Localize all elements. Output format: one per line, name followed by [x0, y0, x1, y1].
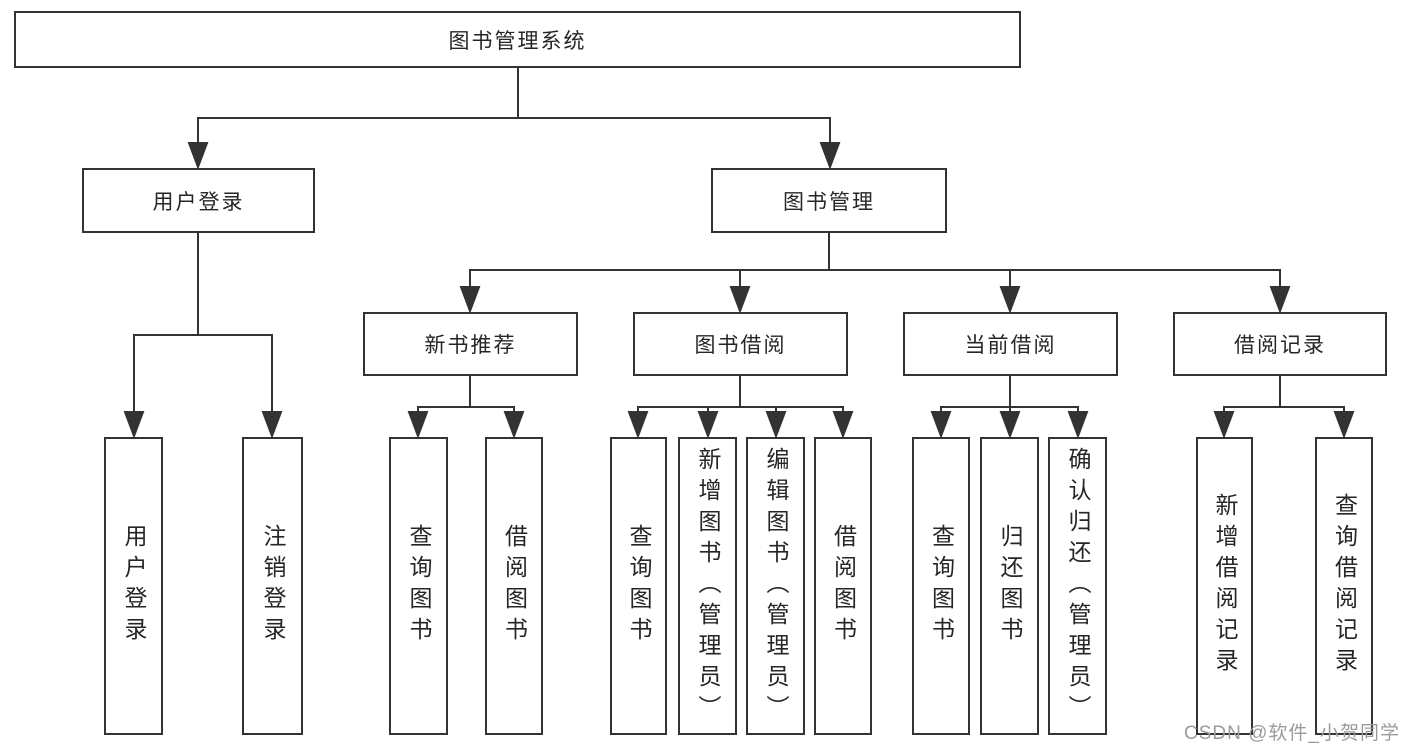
- arrowhead-leaf-5b-icon: [1333, 411, 1355, 439]
- arrowhead-leaf-4a-icon: [930, 411, 952, 439]
- leaf-borrow-books: 借阅图书: [485, 437, 543, 735]
- node-borrow-records: 借阅记录: [1173, 312, 1387, 376]
- arrowhead-leaf-5a-icon: [1213, 411, 1235, 439]
- node-label: 新书推荐: [424, 334, 517, 357]
- arrowhead-leaf-3b-icon: [697, 411, 719, 439]
- node-book-borrow: 图书借阅: [633, 312, 848, 376]
- leaf-label: 编辑图书（管理员）: [763, 446, 789, 726]
- leaf-label: 借阅图书: [830, 524, 857, 648]
- leaf-label: 查询图书: [406, 524, 432, 648]
- leaf-borrow-books: 借阅图书: [814, 437, 872, 735]
- arrowhead-leaf-2a-icon: [407, 411, 429, 439]
- leaf-query-books: 查询图书: [610, 437, 667, 735]
- arrowhead-rec-icon: [459, 286, 481, 314]
- arrowhead-leaf-1a-icon: [123, 411, 145, 439]
- leaf-confirm-return-admin: 确认归还（管理员）: [1048, 437, 1107, 735]
- arrowhead-leaf-4c-icon: [1067, 411, 1089, 439]
- leaf-label: 用户登录: [121, 524, 147, 648]
- arrowhead-current-icon: [999, 286, 1021, 314]
- node-label: 图书管理: [783, 190, 875, 214]
- leaf-label: 注销登录: [260, 524, 286, 648]
- node-book-management: 图书管理: [711, 168, 947, 233]
- arrowhead-records-icon: [1269, 286, 1291, 314]
- leaf-add-books-admin: 新增图书（管理员）: [678, 437, 737, 735]
- node-label: 图书管理系统: [448, 29, 587, 53]
- leaf-query-books: 查询图书: [912, 437, 970, 735]
- arrowhead-leaf-3d-icon: [832, 411, 854, 439]
- leaf-label: 查询借阅记录: [1331, 493, 1358, 679]
- arrowhead-leaf-3a-icon: [627, 411, 649, 439]
- leaf-edit-books-admin: 编辑图书（管理员）: [746, 437, 805, 735]
- arrowhead-login-icon: [187, 142, 209, 170]
- arrowhead-leaf-3c-icon: [765, 411, 787, 439]
- leaf-return-books: 归还图书: [980, 437, 1039, 735]
- watermark: CSDN @软件_小贺同学: [1184, 723, 1400, 744]
- arrowhead-leaf-2b-icon: [503, 411, 525, 439]
- node-label: 图书借阅: [694, 334, 787, 357]
- leaf-label: 新增图书（管理员）: [695, 446, 721, 726]
- leaf-label: 新增借阅记录: [1212, 493, 1238, 679]
- node-label: 用户登录: [152, 190, 245, 214]
- leaf-label: 查询图书: [928, 524, 955, 648]
- node-system-root: 图书管理系统: [14, 11, 1021, 68]
- leaf-add-borrow-record: 新增借阅记录: [1196, 437, 1253, 735]
- leaf-label: 确认归还（管理员）: [1065, 446, 1091, 726]
- node-label: 当前借阅: [964, 334, 1057, 357]
- leaf-query-borrow-record: 查询借阅记录: [1315, 437, 1373, 735]
- node-user-login: 用户登录: [82, 168, 315, 233]
- node-label: 借阅记录: [1234, 334, 1326, 357]
- arrowhead-borrow-icon: [729, 286, 751, 314]
- arrowhead-leaf-4b-icon: [999, 411, 1021, 439]
- node-current-borrow: 当前借阅: [903, 312, 1118, 376]
- leaf-logout: 注销登录: [242, 437, 303, 735]
- arrowhead-mgmt-icon: [819, 142, 841, 170]
- arrowhead-leaf-1b-icon: [261, 411, 283, 439]
- leaf-label: 借阅图书: [501, 524, 528, 648]
- leaf-query-books: 查询图书: [389, 437, 448, 735]
- leaf-user-login: 用户登录: [104, 437, 163, 735]
- node-new-book-recommend: 新书推荐: [363, 312, 578, 376]
- leaf-label: 归还图书: [997, 524, 1023, 648]
- leaf-label: 查询图书: [626, 524, 652, 648]
